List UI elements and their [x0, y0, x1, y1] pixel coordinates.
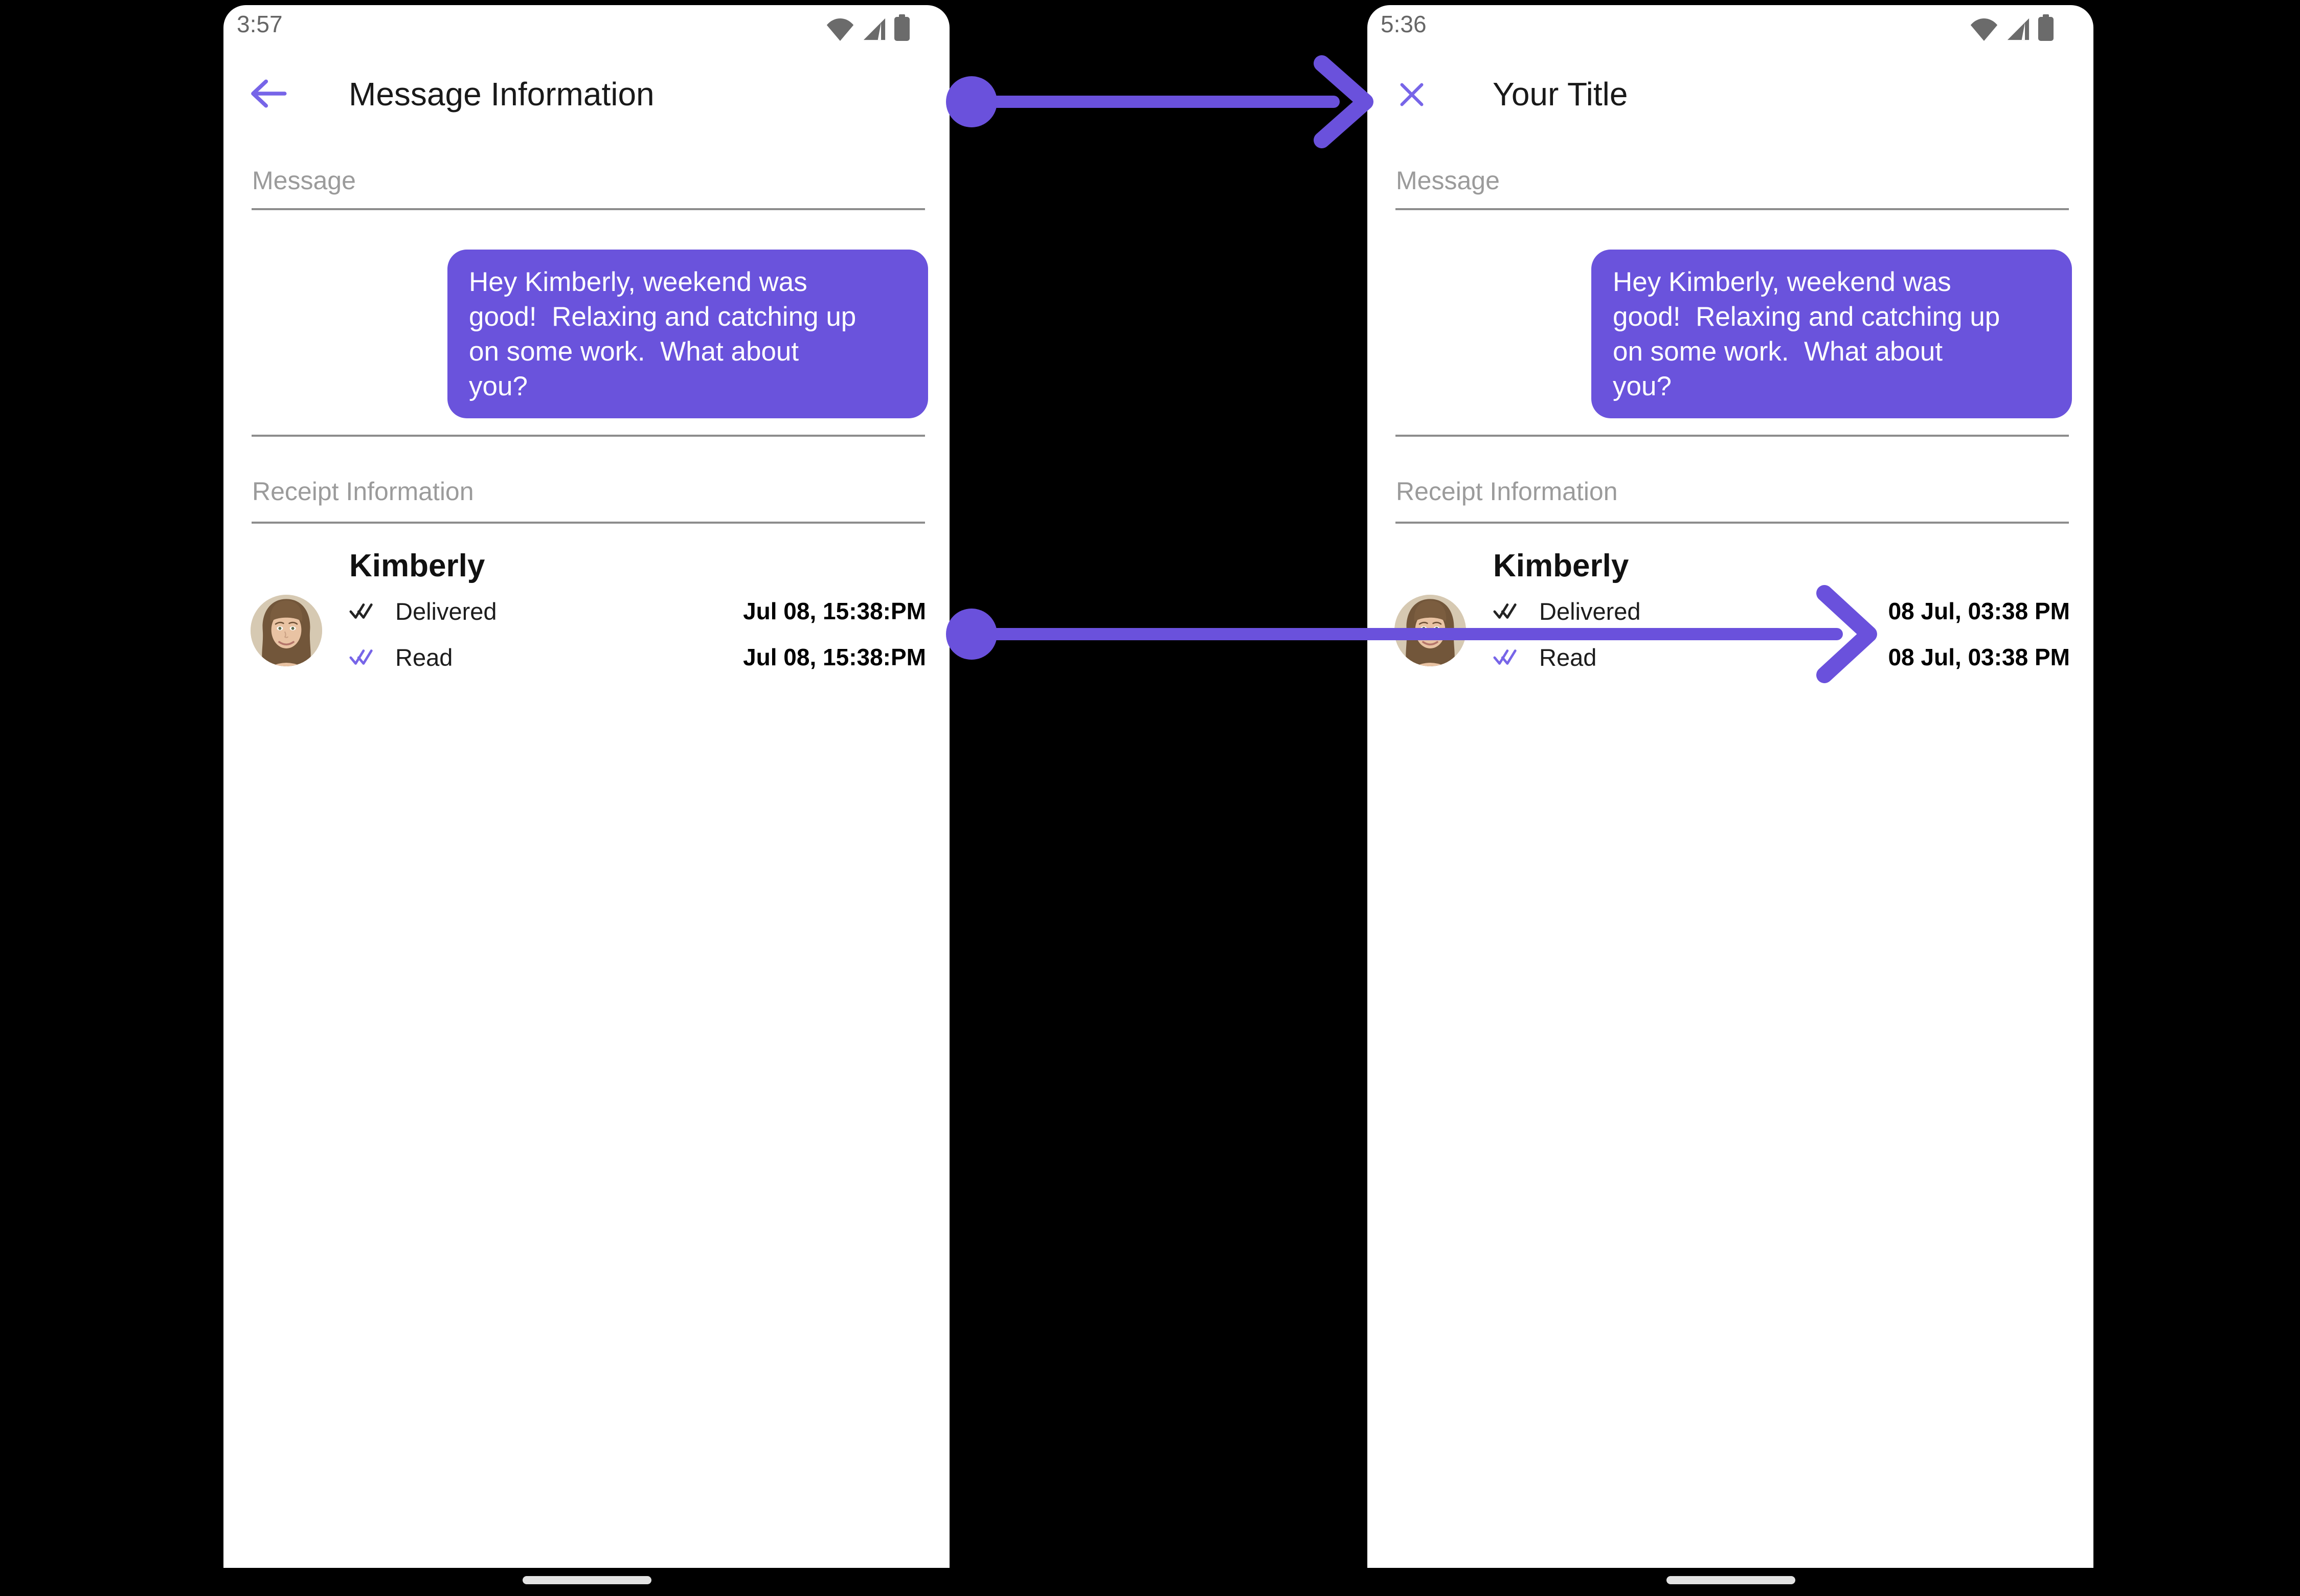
- divider: [252, 208, 925, 210]
- divider: [1395, 208, 2069, 210]
- double-check-read-icon: [1493, 647, 1519, 667]
- double-check-delivered-icon: [1493, 601, 1519, 621]
- wifi-icon: [1970, 18, 1998, 41]
- status-bar-icons: [826, 14, 910, 41]
- cell-signal-icon: [2006, 17, 2030, 41]
- wifi-icon: [826, 18, 854, 41]
- double-check-delivered-icon: [349, 601, 375, 621]
- page-title: Message Information: [349, 76, 655, 113]
- divider: [1395, 435, 2069, 437]
- phone-screenshot-after: 5:36 Your Title Message Hey Kimberly, we…: [1367, 5, 2093, 1568]
- page-title: Your Title: [1493, 76, 1628, 113]
- status-bar-icons: [1970, 14, 2054, 41]
- battery-icon: [2038, 14, 2054, 41]
- receipt-timestamp: 08 Jul, 03:38 PM: [1888, 598, 2070, 624]
- receipt-status-label: Read: [395, 643, 453, 671]
- receipt-row-read: Read 08 Jul, 03:38 PM: [1493, 640, 2070, 674]
- contact-name: Kimberly: [349, 548, 485, 583]
- receipt-status-label: Delivered: [395, 597, 497, 625]
- receipt-row-delivered: Delivered Jul 08, 15:38:PM: [349, 594, 926, 628]
- back-arrow-icon[interactable]: [249, 76, 288, 111]
- cell-signal-icon: [863, 17, 886, 41]
- message-section-label: Message: [1396, 166, 1500, 195]
- message-bubble: Hey Kimberly, weekend was good! Relaxing…: [447, 250, 928, 418]
- receipt-row-delivered: Delivered 08 Jul, 03:38 PM: [1493, 594, 2070, 628]
- double-check-read-icon: [349, 647, 375, 667]
- battery-icon: [894, 14, 910, 41]
- divider: [252, 435, 925, 437]
- receipt-status-label: Read: [1539, 643, 1597, 671]
- message-section-label: Message: [252, 166, 356, 195]
- receipt-timestamp: Jul 08, 15:38:PM: [743, 598, 926, 624]
- status-bar-clock: 5:36: [1381, 11, 1427, 37]
- message-bubble: Hey Kimberly, weekend was good! Relaxing…: [1591, 250, 2072, 418]
- receipt-status-label: Delivered: [1539, 597, 1641, 625]
- phone-screenshot-before: 3:57 Message Information Message Hey Kim…: [223, 5, 950, 1568]
- receipt-timestamp: 08 Jul, 03:38 PM: [1888, 644, 2070, 670]
- avatar-kimberly: [251, 595, 322, 666]
- receipt-section-label: Receipt Information: [1396, 477, 1618, 506]
- receipt-section-label: Receipt Information: [252, 477, 474, 506]
- status-bar-clock: 3:57: [237, 11, 283, 37]
- home-indicator[interactable]: [1666, 1576, 1795, 1584]
- receipt-row-read: Read Jul 08, 15:38:PM: [349, 640, 926, 674]
- avatar-kimberly: [1394, 595, 1466, 666]
- divider: [1395, 522, 2069, 524]
- header-transition-arrow: [946, 55, 1373, 148]
- receipt-timestamp: Jul 08, 15:38:PM: [743, 644, 926, 670]
- home-indicator[interactable]: [523, 1576, 651, 1584]
- close-icon[interactable]: [1397, 80, 1427, 109]
- divider: [252, 522, 925, 524]
- contact-name: Kimberly: [1493, 548, 1629, 583]
